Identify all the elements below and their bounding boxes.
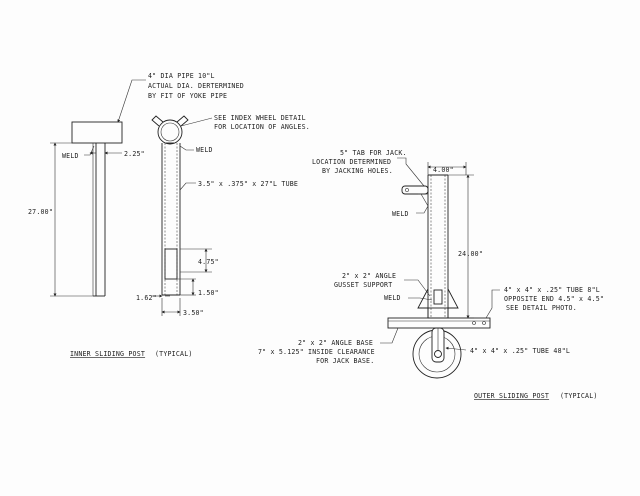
dim-24-00: 24.00" (458, 250, 483, 258)
weld-label-gusset: WELD (384, 294, 401, 302)
dim-4-75: 4.75" (198, 258, 219, 266)
index-note-line-2: FOR LOCATION OF ANGLES. (214, 123, 310, 131)
base-note-line-1: 2" x 2" ANGLE BASE (298, 339, 373, 347)
dim-1-50: 1.50" (198, 289, 219, 297)
pipe-note-line-3: BY FIT OF YOKE PIPE (148, 92, 227, 100)
base-note-line-2: 7" x 5.125" INSIDE CLEARANCE (258, 348, 375, 356)
dim-3-50: 3.50" (183, 309, 204, 317)
outer-post-labels: 5" TAB FOR JACK. LOCATION DETERMINED BY … (258, 149, 604, 400)
pipe-note-line-2: ACTUAL DIA. DERTERMINED (148, 82, 244, 90)
pipe-top-block (71, 121, 123, 144)
gusset-note-line-1: 2" x 2" ANGLE (342, 272, 396, 280)
dim-2-25: 2.25" (124, 150, 145, 158)
inner-post-title: INNER SLIDING POST (70, 350, 145, 358)
outer-post-view (380, 157, 500, 379)
tube8-note-line-3: SEE DETAIL PHOTO. (506, 304, 577, 312)
tube-note: 3.5" x .375" x 27"L TUBE (198, 180, 298, 188)
tube48-note: 4" x 4" x .25" TUBE 48"L (470, 347, 570, 355)
tube8-note-line-2: OPPOSITE END 4.5" x 4.5" (504, 295, 604, 303)
outer-post-title-suffix: (TYPICAL) (560, 392, 598, 400)
outer-post-title: OUTER SLIDING POST (474, 392, 549, 400)
tab-note-line-2: LOCATION DETERMINED (312, 158, 391, 166)
weld-label-right: WELD (196, 146, 213, 154)
gusset-note-line-2: GUSSET SUPPORT (334, 281, 392, 289)
tube8-note-line-1: 4" x 4" x .25" TUBE 8"L (504, 286, 600, 294)
dim-4-00: 4.00" (433, 166, 454, 174)
inner-post-side-view (50, 79, 146, 297)
angle-base (387, 317, 491, 329)
dim-27-00: 27.00" (28, 208, 53, 216)
jack-tab (401, 185, 429, 195)
tab-note-line-3: BY JACKING HOLES. (322, 167, 393, 175)
weld-label-left: WELD (62, 152, 79, 160)
index-note-line-1: SEE INDEX WHEEL DETAIL (214, 114, 306, 122)
inner-post-labels: 4" DIA PIPE 10"L ACTUAL DIA. DERTERMINED… (28, 72, 310, 358)
pipe-note-line-1: 4" DIA PIPE 10"L (148, 72, 215, 80)
inner-post-front-view (151, 115, 213, 316)
base-note-line-3: FOR JACK BASE. (316, 357, 374, 365)
inner-post-title-suffix: (TYPICAL) (155, 350, 193, 358)
tab-note-line-1: 5" TAB FOR JACK. (340, 149, 407, 157)
dim-1-62: 1.62" (136, 294, 157, 302)
weld-label-tab: WELD (392, 210, 409, 218)
